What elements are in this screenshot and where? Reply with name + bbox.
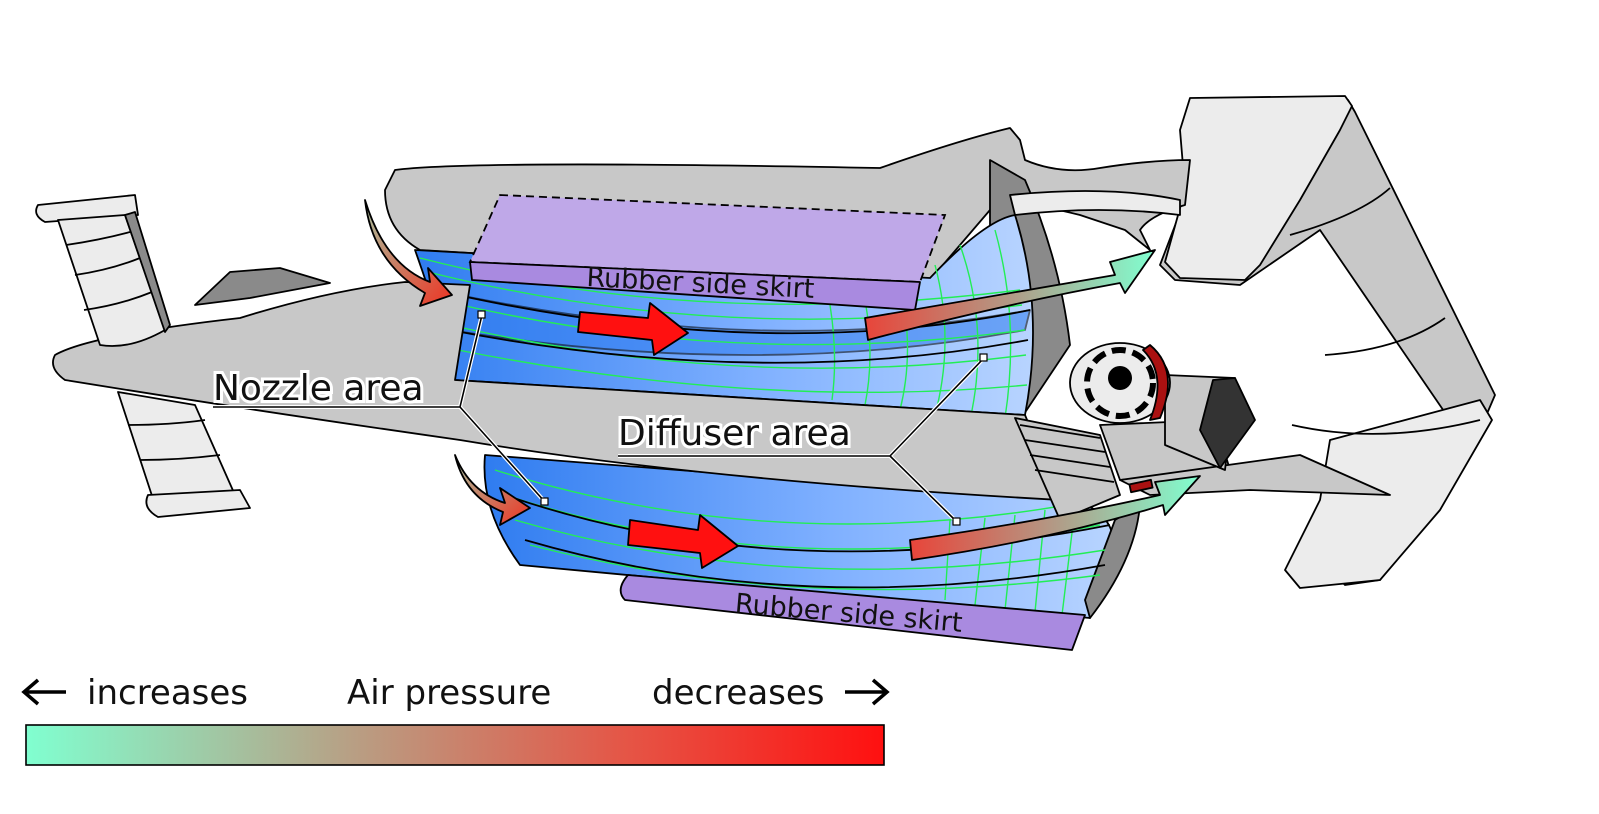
- flow-arrow-upper: [577, 302, 689, 356]
- diffuser-area-label: Diffuser area: [618, 413, 851, 454]
- arrow-right-icon: [845, 678, 890, 706]
- exit-arrow-lower: [909, 475, 1201, 561]
- exit-arrow-upper: [864, 249, 1156, 341]
- legend-title: Air pressure: [347, 673, 551, 713]
- rear-wing: [1159, 95, 1496, 589]
- airflow-arrows: [364, 199, 1201, 569]
- leader-lines: [213, 310, 988, 526]
- legend-decreases: decreases: [652, 673, 825, 713]
- skirt-top: Rubber side skirt: [468, 194, 947, 311]
- legend-increases: increases: [87, 673, 248, 713]
- floor-plank: [52, 267, 1121, 521]
- nozzle-area-label: Nozzle area: [213, 368, 424, 409]
- pressure-legend: increases Air pressure decreases: [21, 673, 890, 766]
- flow-arrow-lower: [627, 514, 739, 569]
- front-wing: [35, 194, 251, 518]
- gearbox: [1069, 342, 1391, 496]
- lower-tunnel: [483, 454, 1141, 619]
- arrow-left-icon: [21, 678, 66, 706]
- pressure-gradient-bar: [25, 724, 885, 766]
